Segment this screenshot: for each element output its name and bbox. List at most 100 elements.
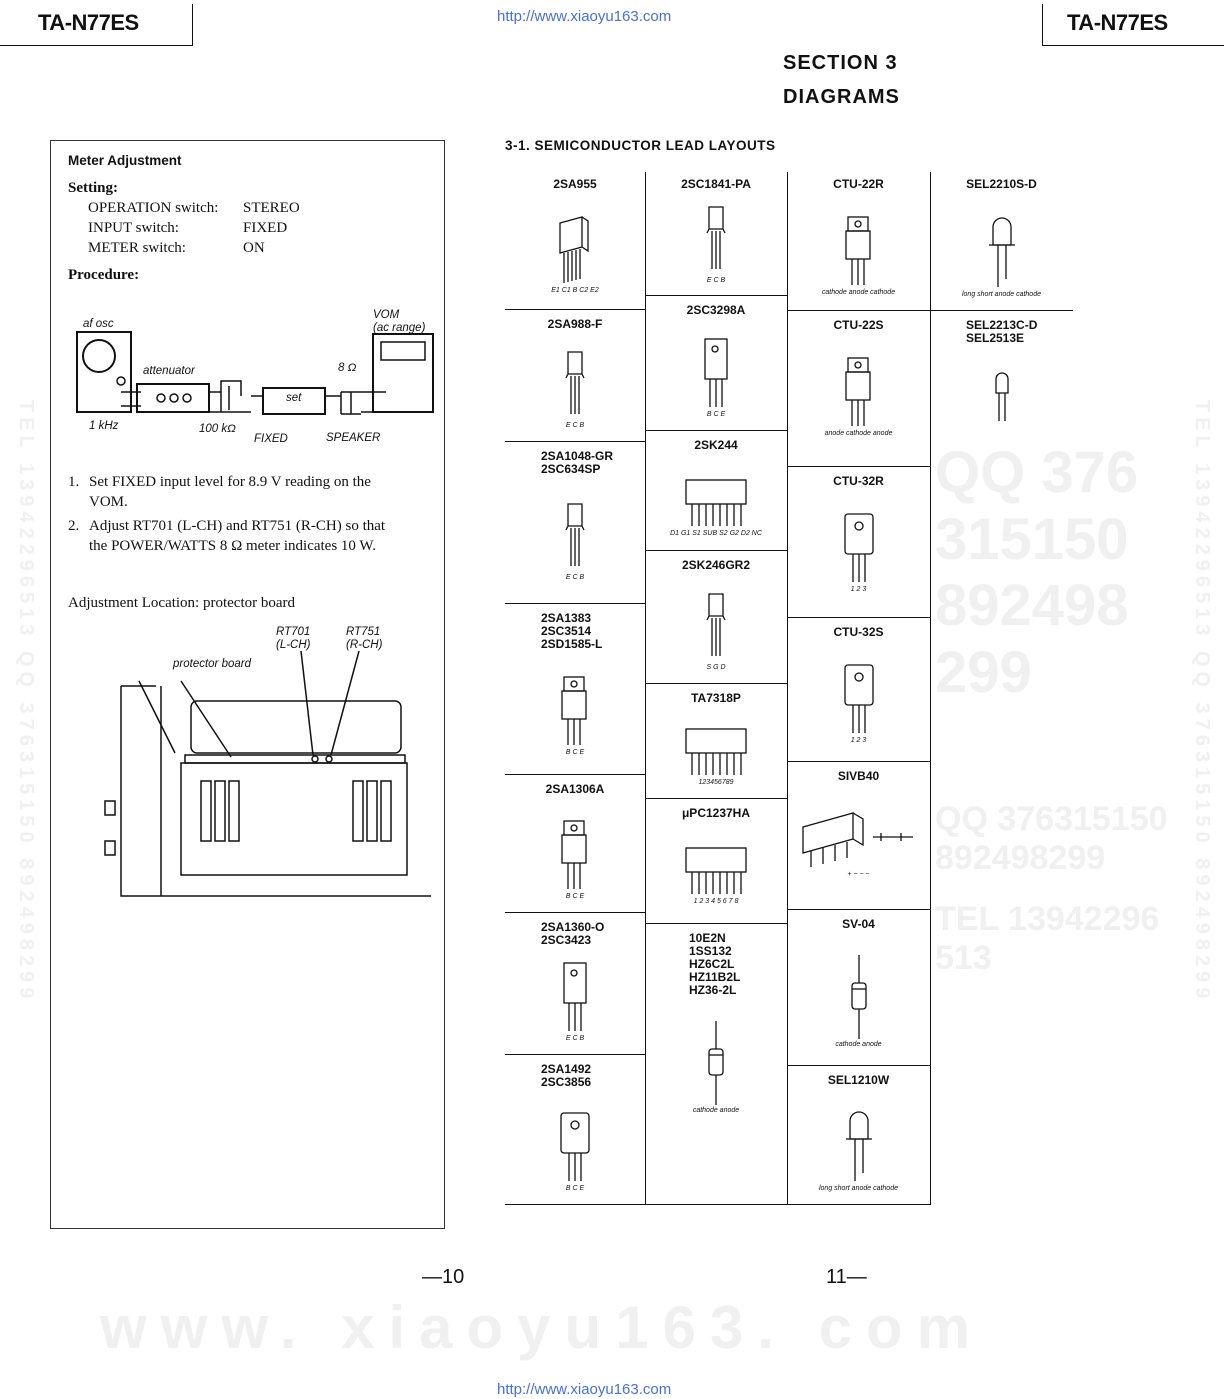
pin-labels: B C E [565,1185,585,1192]
pin-labels: 1 2 3 4 5 6 7 8 [693,898,739,905]
to220-package-icon [844,216,871,285]
lead-layout-cell: 2SC3298A B C E [645,296,787,431]
pin-labels: E C B [565,1035,585,1042]
step-text: the POWER/WATTS 8 Ω meter indicates 10 W… [89,538,376,554]
100k-label: 100 kΩ [199,423,236,435]
pin-labels: long short anode cathode [818,1185,898,1192]
speaker-label: SPEAKER [326,432,381,444]
pin-labels: cathode anode cathode [821,289,896,296]
part-number: SIVB40 [837,769,880,783]
pin-labels: anode cathode anode [824,430,893,437]
part-number: CTU-32S [833,625,884,639]
sip-package-icon [685,479,747,526]
column-divider [930,172,931,1205]
part-number: SEL2213C-D SEL2513E [966,318,1038,345]
lch-label: (L-CH) [276,639,311,651]
meter-adjustment-panel: Meter Adjustment Setting: OPERATION swit… [50,140,445,1229]
step-text: Adjust RT701 (L-CH) and RT751 (R-CH) so … [89,518,386,534]
url-top[interactable]: http://www.xiaoyu163.com [497,8,672,25]
part-number: 2SC1841-PA [681,177,751,191]
meter-title: Meter Adjustment [68,153,182,168]
watermark-qq: QQ 376315150 892498299 [935,440,1139,706]
pin-labels: E C B [706,277,726,284]
watermark-side-right: TEL 13942296513 QQ 376315150 892498299 [1191,400,1213,1004]
lead-layout-cell: 2SA1360-O 2SC3423 E C B [505,913,645,1055]
part-number: CTU-22R [833,177,884,191]
pin-labels: E1 C1 B C2 E2 [551,287,599,294]
to3p-package-icon [560,1112,590,1181]
to220-package-icon [561,820,587,889]
lead-layout-cell: SIVB40+ ~ ~ − [787,762,930,910]
watermark-site: www. xiaoyu163. com [100,1294,985,1361]
column-divider [645,172,646,1205]
adjustment-location: Adjustment Location: protector board [68,595,296,611]
vom-label: VOM [373,309,400,321]
part-number: 2SA1360-O 2SC3423 [541,920,605,947]
to220-package-icon [561,676,587,745]
setting-key: OPERATION switch: [88,200,219,216]
part-number: SEL2210S-D [966,177,1037,191]
column-divider [787,172,788,1205]
pin-labels: B C E [565,893,585,900]
test-setup-diagram [76,331,434,415]
lead-layout-cell: TA7318P 123456789 [645,684,787,799]
1khz-label: 1 kHz [89,420,119,432]
rt751-label: RT751 [346,626,381,638]
part-number: 2SA955 [553,177,597,191]
to126-package-icon [704,338,728,407]
fixed-label: FIXED [254,433,288,445]
page-number-left: —10 [422,1266,465,1288]
watermark-tel: TEL 13942296513 [935,900,1160,978]
procedure-label: Procedure: [68,267,140,283]
to92-package-icon [706,593,726,656]
to3p-package-icon [843,513,874,582]
watermark-qq-mid: QQ 376315150 892498299 [935,800,1168,878]
pin-labels: B C E [706,411,726,418]
part-number: 2SC3298A [686,303,746,317]
protector-board-diagram [104,651,431,897]
setting-key: INPUT switch: [88,220,179,236]
attenuator-label: attenuator [143,365,195,377]
setting-label: Setting: [68,180,118,196]
led-package-icon [988,217,1015,287]
pin-labels: long short anode cathode [961,291,1041,298]
pin-labels: 1 2 3 [850,586,867,593]
bridge-package-icon [801,812,913,867]
model-label-right: TA-N77ES [1042,4,1224,46]
af-osc-label: af osc [83,318,114,330]
to92-package-icon [706,206,726,269]
lead-layout-cell: 2SC1841-PA E C B [645,170,787,296]
part-number: 2SK244 [694,438,738,452]
pin-labels: 123456789 [698,779,734,786]
pin-labels: D1 G1 S1 SUB S2 G2 D2 NC [670,530,762,537]
protector-board-label: protector board [173,658,251,670]
sip-package-icon [685,728,747,775]
setting-value: STEREO [243,200,300,216]
8-ohm-label: 8 Ω [338,362,357,374]
lead-layout-cell: CTU-22R cathode anode cathode [787,170,930,311]
url-bottom[interactable]: http://www.xiaoyu163.com [497,1381,672,1398]
step-text: Set FIXED input level for 8.9 V reading … [89,474,371,490]
setting-value: ON [243,240,265,256]
flat-package-icon [559,216,589,283]
set-label: set [286,392,302,404]
to92-package-icon [565,503,585,566]
to3p-package-icon [843,664,874,733]
led-package-icon [845,1111,872,1181]
part-number: 2SA988-F [547,317,603,331]
lead-layout-cell: 2SA955 E1 C1 B C2 E2 [505,170,645,310]
axial-package-icon [850,955,867,1039]
watermark-side-left: TEL 13942296513 QQ 376315150 892498299 [15,400,37,1004]
pin-labels: cathode anode [835,1041,882,1048]
part-number: TA7318P [691,691,741,705]
to220-package-icon [844,357,871,426]
